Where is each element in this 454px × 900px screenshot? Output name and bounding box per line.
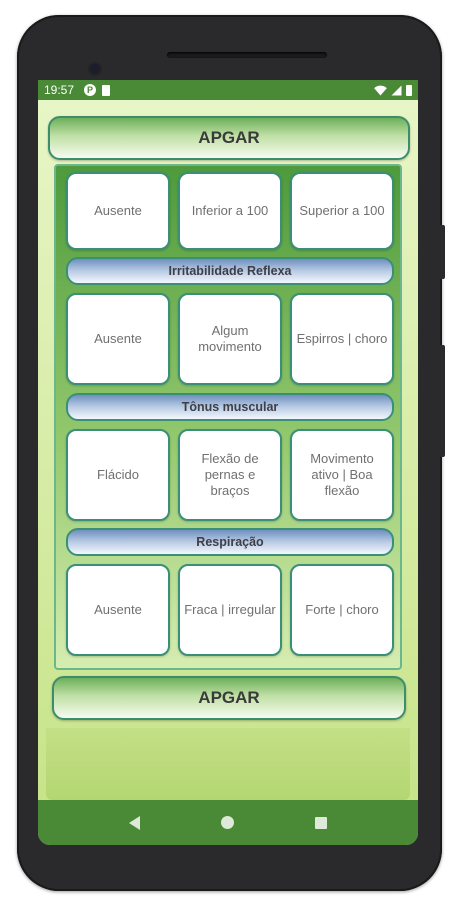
status-bar: 19:57 P <box>38 80 418 100</box>
option-respiration-strong-cry[interactable]: Forte | choro <box>290 564 394 656</box>
recent-apps-icon[interactable] <box>315 816 328 829</box>
option-respiration-absent[interactable]: Ausente <box>66 564 170 656</box>
section-header-muscle-tone: Tônus muscular <box>66 393 394 421</box>
app-content: APGAR Ausente Inferior a 100 Superior a … <box>38 100 418 800</box>
status-time: 19:57 <box>44 83 75 97</box>
back-icon[interactable] <box>128 815 140 830</box>
navigation-bar <box>38 800 418 845</box>
battery-icon <box>406 84 412 96</box>
wifi-icon <box>374 85 387 95</box>
apgar-calculate-button[interactable]: APGAR <box>52 676 406 720</box>
option-reflex-absent[interactable]: Ausente <box>66 293 170 385</box>
section-header-reflex: Irritabilidade Reflexa <box>66 257 394 285</box>
option-tone-flaccid[interactable]: Flácido <box>66 429 170 521</box>
option-heart-rate-below-100[interactable]: Inferior a 100 <box>178 172 282 250</box>
option-heart-rate-above-100[interactable]: Superior a 100 <box>290 172 394 250</box>
front-camera <box>90 64 100 74</box>
sim-card-icon <box>102 84 111 96</box>
home-icon[interactable] <box>220 816 234 829</box>
section-header-respiration: Respiração <box>66 528 394 556</box>
signal-icon <box>391 85 402 95</box>
option-reflex-sneeze-cry[interactable]: Espirros | choro <box>290 293 394 385</box>
volume-button <box>439 345 445 457</box>
apgar-panel: Ausente Inferior a 100 Superior a 100 Ir… <box>54 164 402 670</box>
screen: 19:57 P APGAR Ausente Inferior a 100 Sup… <box>38 80 418 845</box>
speaker-grille <box>167 52 327 58</box>
p-circle-icon: P <box>84 84 97 96</box>
option-respiration-weak-irregular[interactable]: Fraca | irregular <box>178 564 282 656</box>
option-tone-limb-flexion[interactable]: Flexão de pernas e braços <box>178 429 282 521</box>
power-button <box>439 225 445 279</box>
apgar-header-button[interactable]: APGAR <box>48 116 410 160</box>
option-tone-active-motion[interactable]: Movimento ativo | Boa flexão <box>290 429 394 521</box>
option-reflex-some-movement[interactable]: Algum movimento <box>178 293 282 385</box>
option-heart-rate-absent[interactable]: Ausente <box>66 172 170 250</box>
result-area <box>46 728 410 800</box>
